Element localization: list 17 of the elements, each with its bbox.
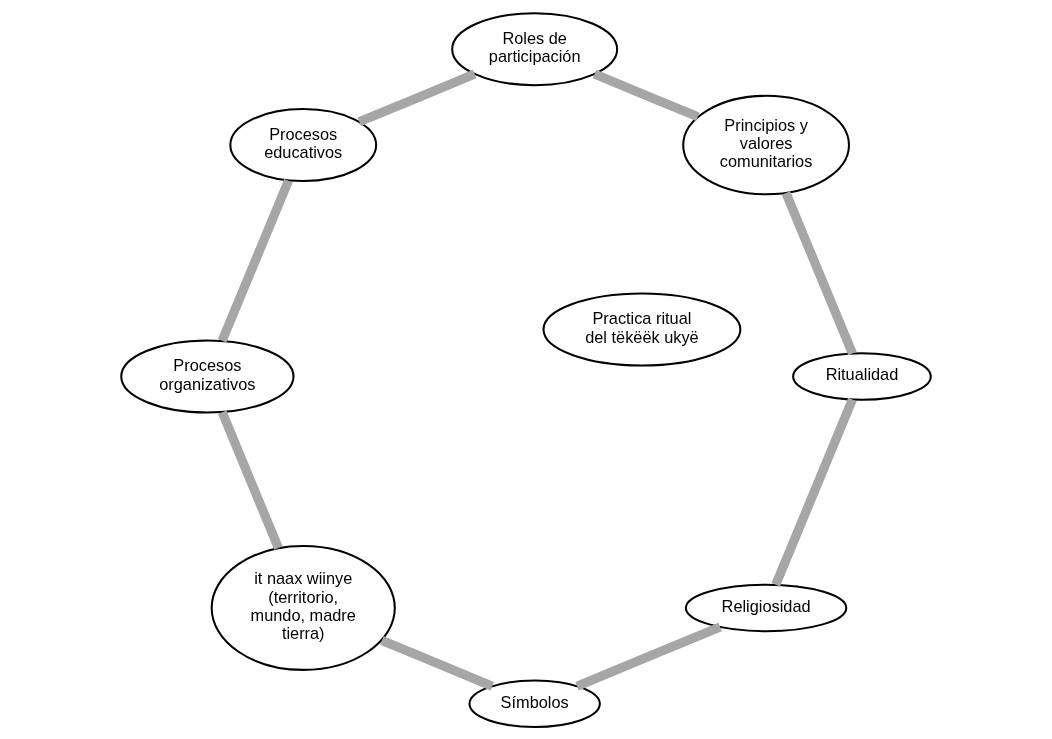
node-ellipse: Principios y valores comunitarios bbox=[682, 94, 850, 195]
node-ellipse: Procesos organizativos bbox=[120, 339, 295, 413]
connector bbox=[781, 190, 857, 355]
connector bbox=[771, 397, 857, 586]
node-ellipse: Roles de participación bbox=[451, 11, 619, 86]
node-ellipse: it naax wiinye (territorio, mundo, madre tierra) bbox=[210, 544, 396, 671]
connector bbox=[380, 635, 494, 690]
node-ellipse: Practica ritual del tëkëëk ukyë bbox=[542, 292, 742, 366]
connector bbox=[592, 69, 700, 121]
node-ellipse: Religiosidad bbox=[684, 583, 848, 632]
node-ellipse: Símbolos bbox=[468, 679, 601, 728]
node-ellipse: Procesos educativos bbox=[229, 107, 378, 182]
connector bbox=[357, 69, 477, 126]
node-ellipse: Ritualidad bbox=[792, 351, 932, 401]
connector bbox=[217, 410, 283, 550]
connector bbox=[217, 178, 293, 343]
connector bbox=[575, 622, 722, 690]
